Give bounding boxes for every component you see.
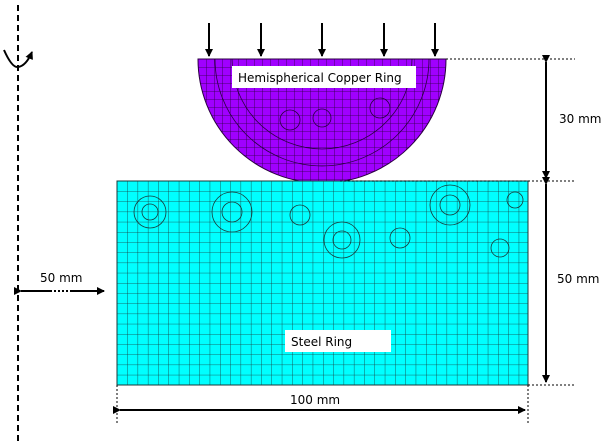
copper-label-box (232, 66, 416, 88)
steel-label-box (285, 330, 391, 352)
rotation-arrow-icon (3, 49, 33, 69)
steel-width-label: 100 mm (290, 393, 340, 407)
copper-ring: Hemispherical Copper Ring (197, 58, 447, 184)
steel-height-label: 50 mm (557, 272, 599, 286)
copper-label: Hemispherical Copper Ring (238, 71, 402, 85)
steel-ring: Steel Ring (116, 180, 529, 386)
load-arrows (205, 23, 439, 57)
steel-label: Steel Ring (291, 335, 352, 349)
axis-offset-label: 50 mm (40, 271, 82, 285)
copper-height-label: 30 mm (559, 112, 601, 126)
